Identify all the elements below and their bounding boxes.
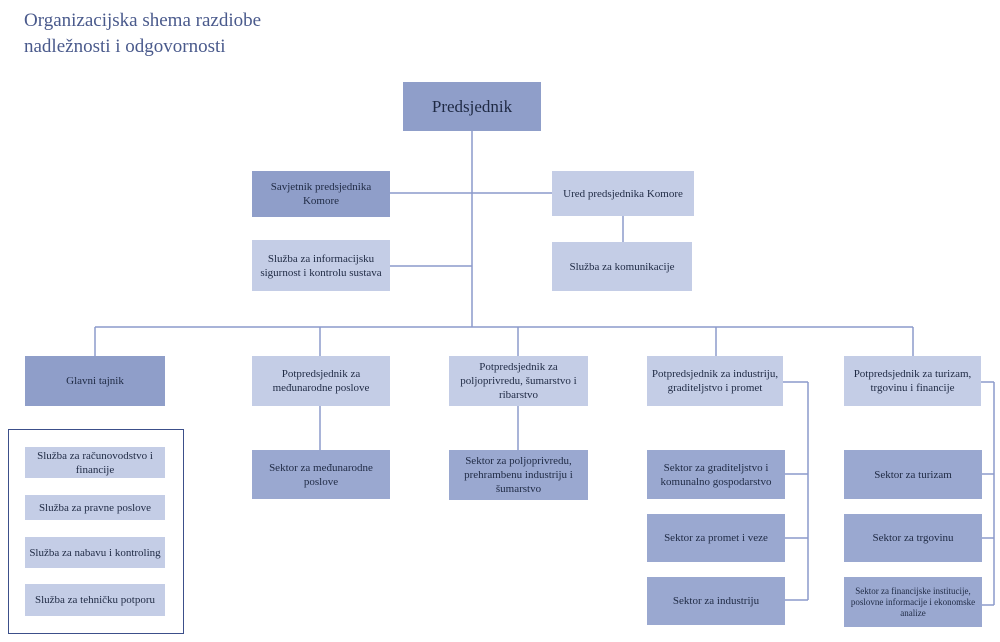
sector-transport: Sektor za promet i veze — [647, 514, 785, 562]
node-vp-international: Potpredsjednik za međunarodne poslove — [252, 356, 390, 406]
sector-international: Sektor za međunarodne poslove — [252, 450, 390, 499]
sector-industry: Sektor za industriju — [647, 577, 785, 625]
sector-tourism: Sektor za turizam — [844, 450, 982, 499]
node-secretary-general: Glavni tajnik — [25, 356, 165, 406]
node-vp-industry: Potpredsjednik za industriju, graditeljs… — [647, 356, 783, 406]
node-infosec: Služba za informacijsku sigurnost i kont… — [252, 240, 390, 291]
sector-trade: Sektor za trgovinu — [844, 514, 982, 562]
node-vp-tourism: Potpredsjednik za turizam, trgovinu i fi… — [844, 356, 981, 406]
chart-title: Organizacijska shema razdiobe nadležnost… — [24, 8, 261, 60]
node-advisor: Savjetnik predsjednika Komore — [252, 171, 390, 217]
service-procurement: Služba za nabavu i kontroling — [25, 537, 165, 568]
service-tech-support: Služba za tehničku potporu — [25, 584, 165, 616]
sector-finance: Sektor za financijske institucije, poslo… — [844, 577, 982, 627]
node-vp-agriculture: Potpredsjednik za poljoprivredu, šumarst… — [449, 356, 588, 406]
title-line-1: Organizacijska shema razdiobe — [24, 10, 262, 31]
title-line-2: nadležnosti i odgovornosti — [24, 36, 226, 57]
sector-construction: Sektor za graditeljstvo i komunalno gosp… — [647, 450, 785, 499]
service-legal: Služba za pravne poslove — [25, 495, 165, 520]
service-accounting: Služba za računovodstvo i financije — [25, 447, 165, 478]
node-office: Ured predsjednika Komore — [552, 171, 694, 216]
node-president: Predsjednik — [403, 82, 541, 131]
sector-agriculture: Sektor za poljoprivredu, prehrambenu ind… — [449, 450, 588, 500]
node-communications: Služba za komunikacije — [552, 242, 692, 291]
